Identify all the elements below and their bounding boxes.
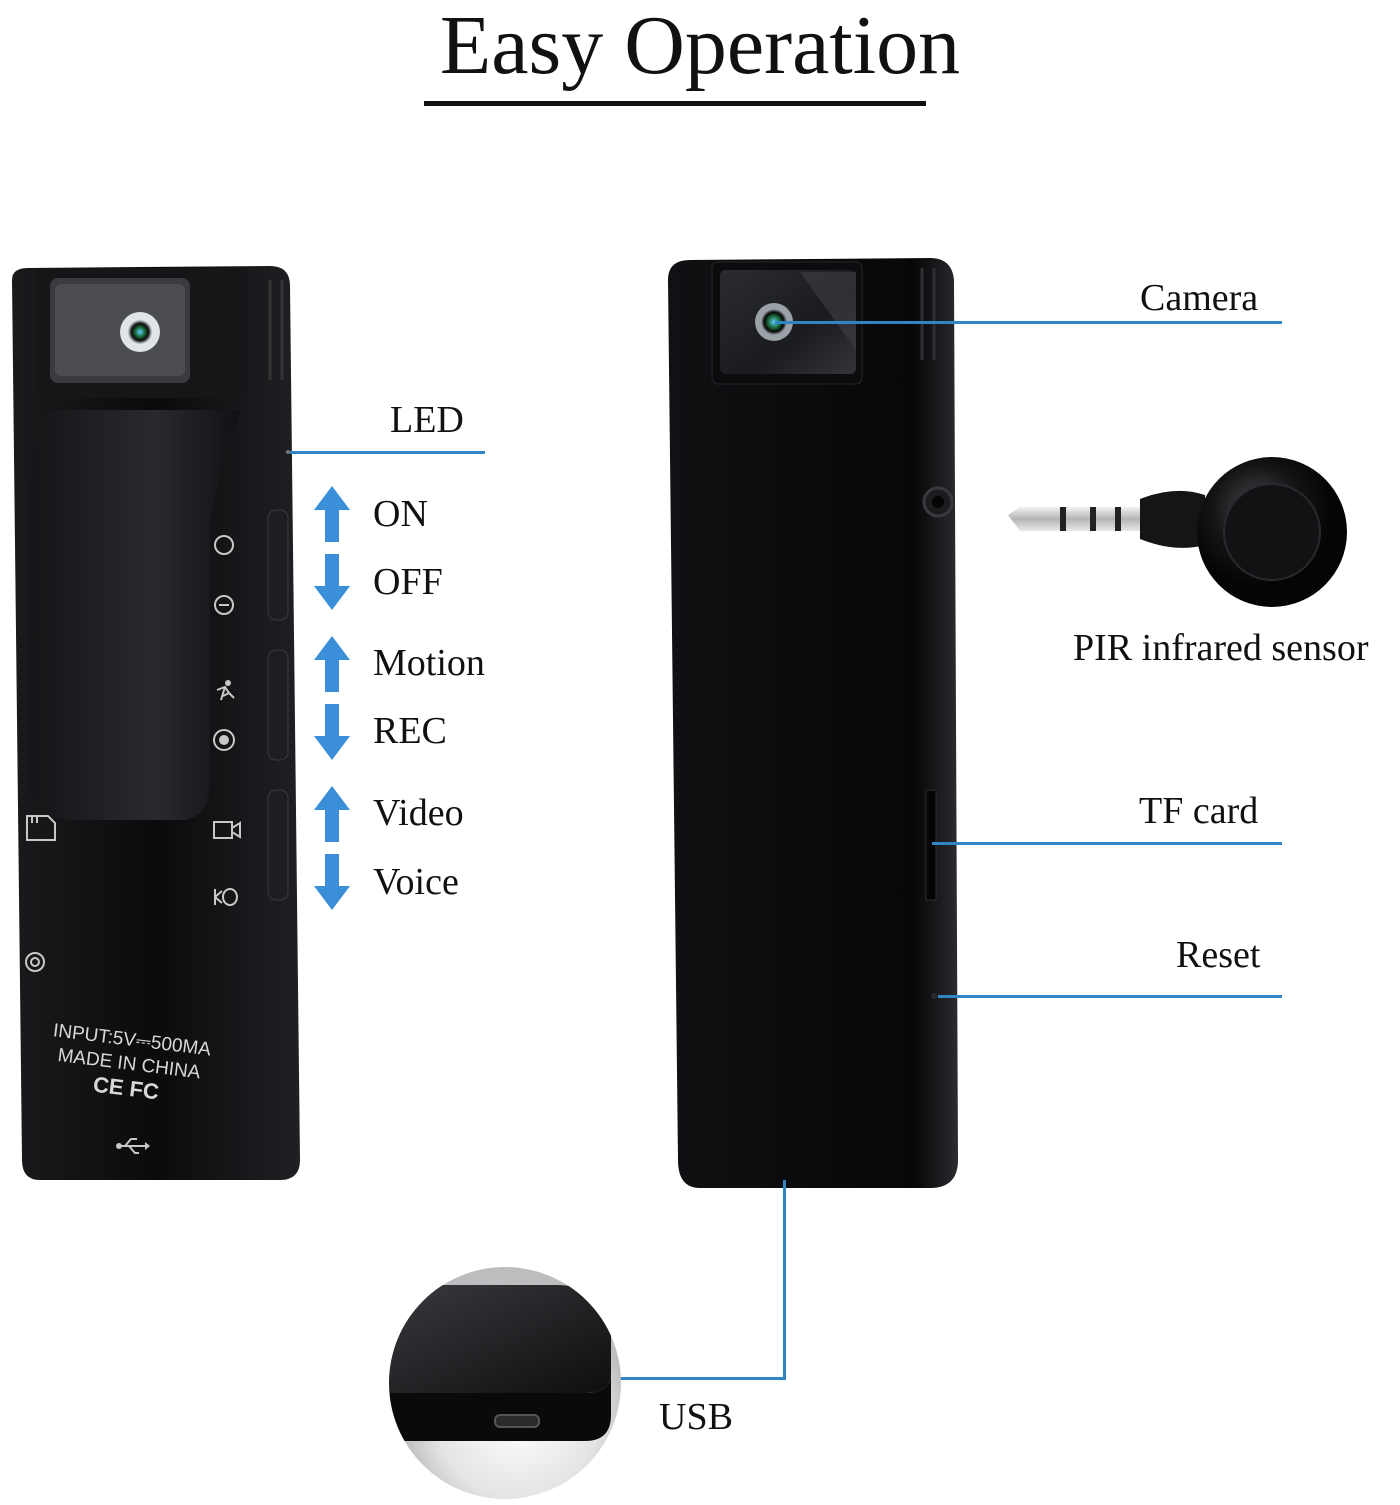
power-icon xyxy=(25,952,45,972)
right-device xyxy=(668,258,958,1188)
reset-label: Reset xyxy=(1176,934,1261,976)
tf-card-callout-line xyxy=(932,842,1282,845)
reset-callout-line xyxy=(938,995,1282,998)
led-callout-line xyxy=(290,451,485,454)
left-device xyxy=(12,266,300,1180)
usb-callout-line-vertical xyxy=(783,1180,786,1380)
arrow-up-video xyxy=(314,786,350,842)
arrow-down-voice xyxy=(314,854,350,910)
led-label: LED xyxy=(390,399,464,441)
arrow-down-off xyxy=(314,554,350,610)
usb-icon xyxy=(116,1138,150,1154)
pir-sensor-image xyxy=(1008,457,1347,607)
video-label: Video xyxy=(373,792,464,834)
tf-card-label: TF card xyxy=(1139,790,1259,832)
off-label: OFF xyxy=(373,561,443,603)
usb-port-closeup xyxy=(389,1267,621,1499)
motion-label: Motion xyxy=(373,642,485,684)
sd-card-icon xyxy=(26,815,56,841)
title-underline xyxy=(424,101,926,106)
circle-icon xyxy=(214,535,234,555)
arrow-down-rec xyxy=(314,704,350,760)
on-label: ON xyxy=(373,493,428,535)
usb-label: USB xyxy=(659,1396,733,1438)
minus-circle-icon xyxy=(214,595,234,615)
motion-icon xyxy=(216,680,235,701)
microphone-icon xyxy=(214,888,238,906)
usb-callout-line-horizontal xyxy=(612,1377,786,1380)
rec-label: REC xyxy=(373,710,447,752)
camera-label: Camera xyxy=(1140,277,1259,319)
video-camera-icon xyxy=(213,821,241,839)
arrow-up-motion xyxy=(314,636,350,692)
record-icon xyxy=(213,729,235,751)
camera-callout-line xyxy=(775,321,1282,324)
arrow-up-on xyxy=(314,486,350,542)
page-title: Easy Operation xyxy=(439,0,961,92)
voice-label: Voice xyxy=(373,861,459,903)
pir-label: PIR infrared sensor xyxy=(1073,627,1369,669)
